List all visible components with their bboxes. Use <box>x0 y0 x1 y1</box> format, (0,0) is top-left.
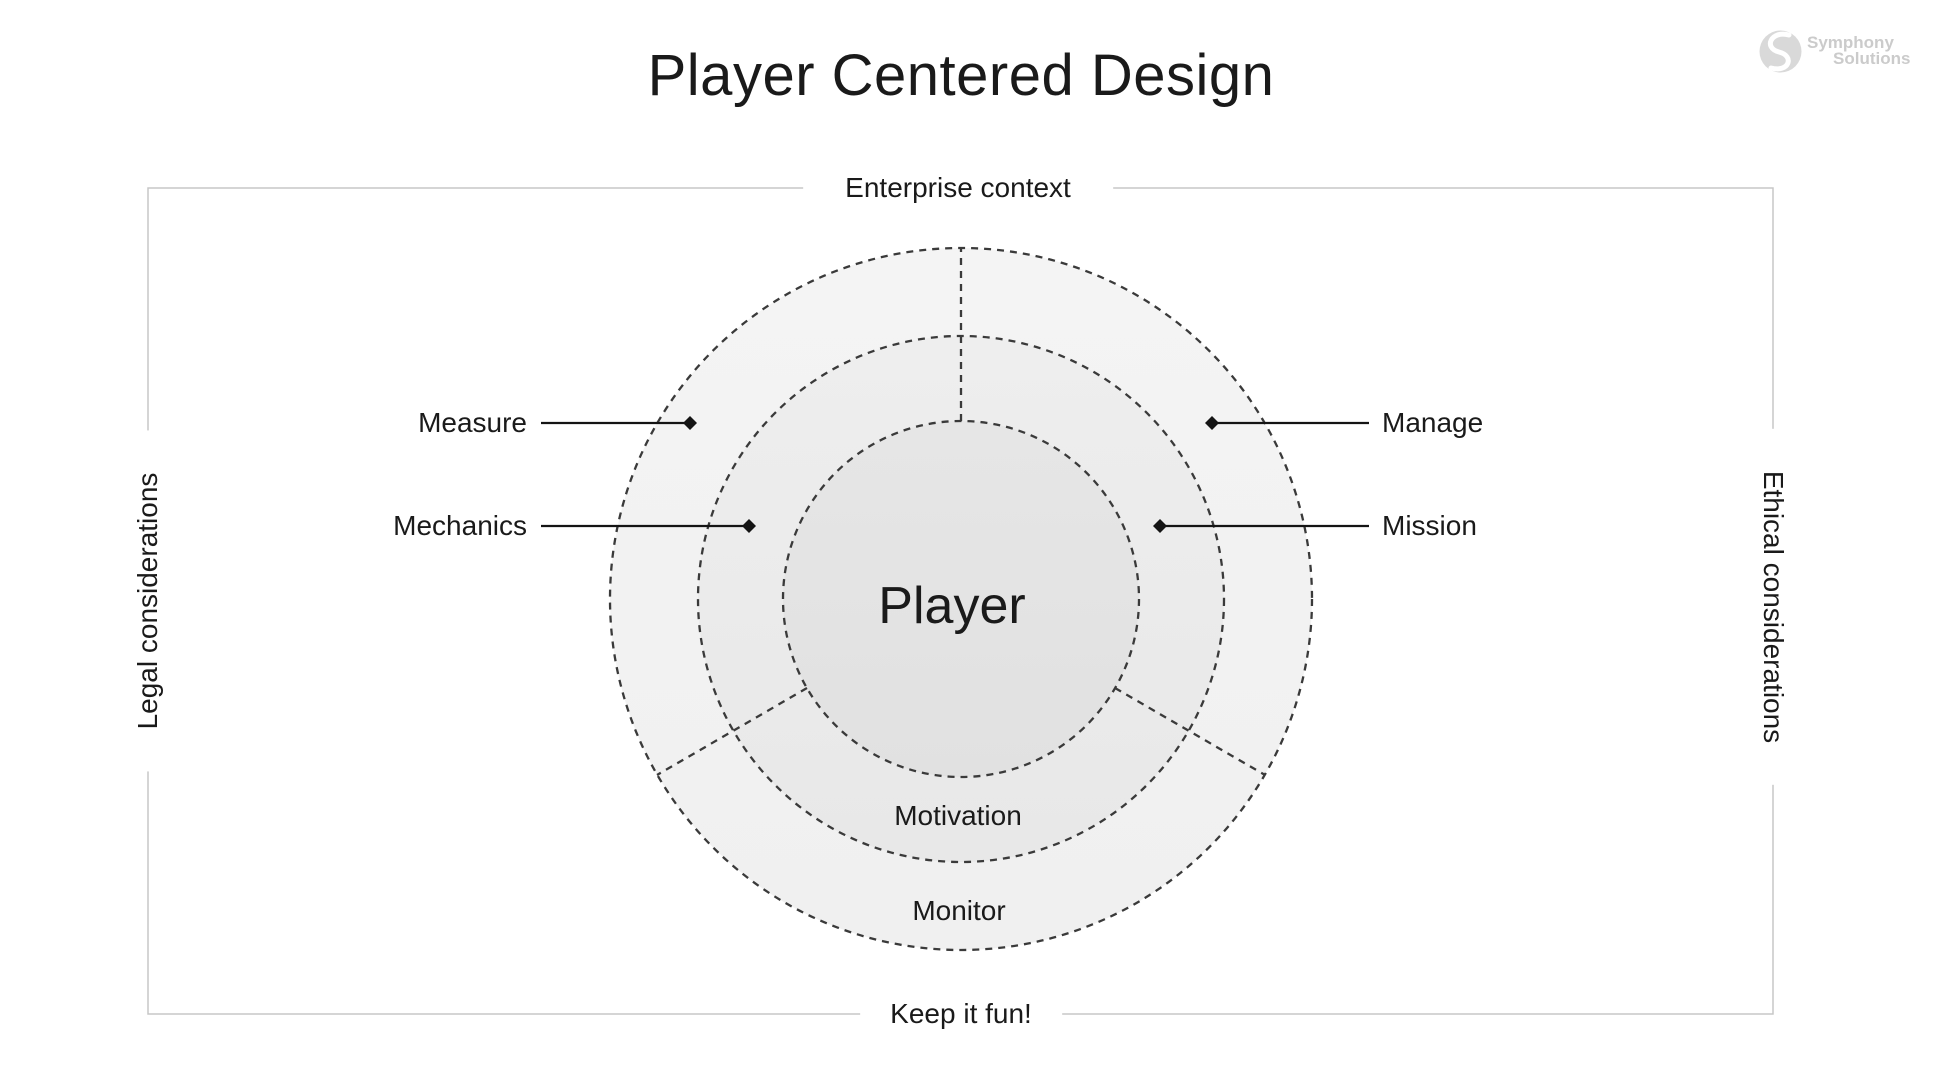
sector-divider-bottom-left <box>656 687 808 776</box>
logo-line1: Symphony <box>1807 33 1894 52</box>
logo-line2: Solutions <box>1833 49 1911 68</box>
leader-diamonds <box>683 416 1219 533</box>
ring-label-motivation: Motivation <box>894 800 1022 831</box>
sector-divider-bottom-right <box>1114 687 1266 776</box>
callout-label-manage: Manage <box>1382 407 1484 438</box>
manage-diamond-marker <box>1205 416 1219 430</box>
frame-label-enterprise-context: Enterprise context <box>803 172 1113 204</box>
symphony-solutions-logo: Symphony Solutions <box>1757 28 1910 75</box>
callout-label-mechanics: Mechanics <box>393 510 527 541</box>
callout-label-mission: Mission <box>1382 510 1477 541</box>
center-label-player: Player <box>878 577 1026 635</box>
leader-lines <box>541 421 1369 528</box>
logo-text: Symphony Solutions <box>1807 33 1911 68</box>
symphony-logo-icon <box>1759 30 1802 73</box>
frame-label-keep-it-fun: Keep it fun! <box>860 998 1062 1030</box>
frame-label-ethical-considerations: Ethical considerations <box>1757 428 1789 786</box>
measure-diamond-marker <box>683 416 697 430</box>
frame-label-legal-considerations: Legal considerations <box>132 430 164 772</box>
callout-label-measure: Measure <box>418 407 527 438</box>
mechanics-diamond-marker <box>742 519 756 533</box>
ring-label-monitor: Monitor <box>912 895 1006 926</box>
page-title: Player Centered Design <box>647 43 1275 108</box>
mission-diamond-marker <box>1153 519 1167 533</box>
